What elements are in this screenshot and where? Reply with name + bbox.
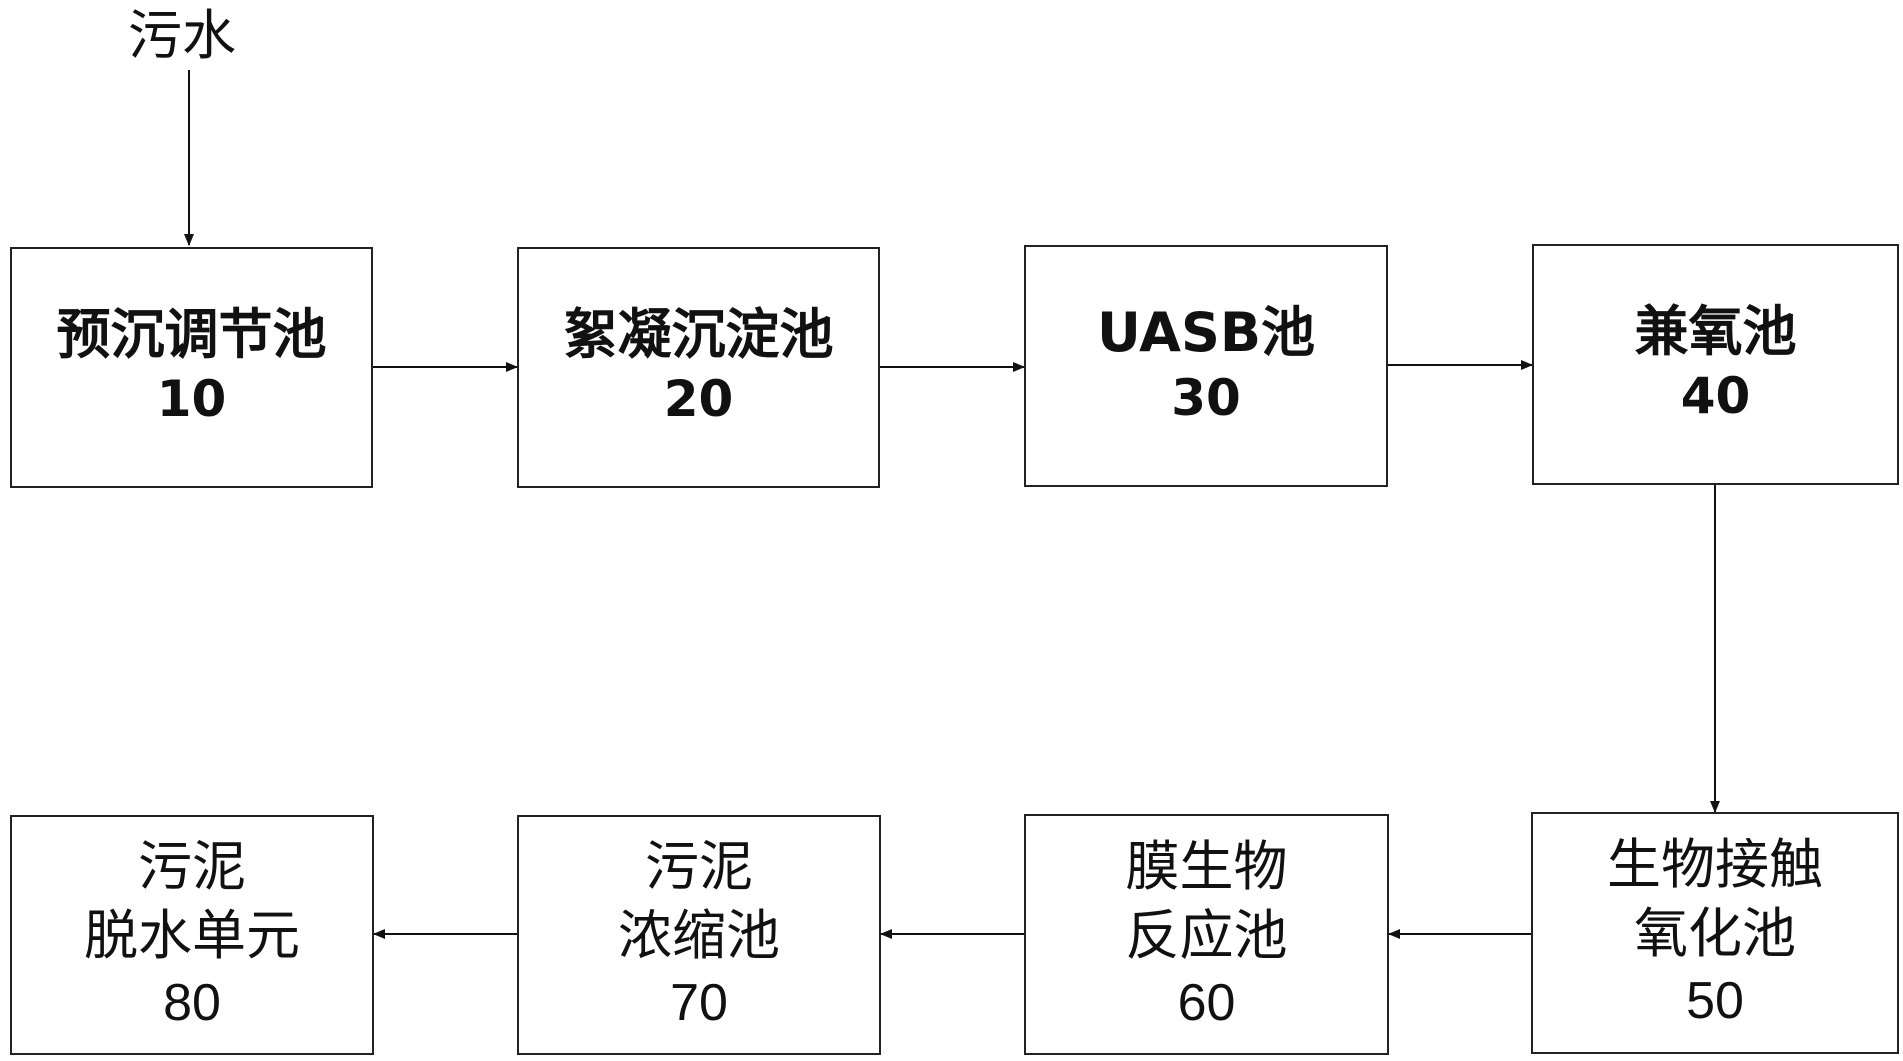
process-name: 兼氧池 [1634, 299, 1797, 363]
process-number: 30 [1171, 368, 1241, 427]
process-name: 预沉调节池 [56, 302, 327, 366]
process-name-line1: 膜生物 [1125, 834, 1288, 898]
process-name-line2: 浓缩池 [618, 904, 780, 968]
process-name-line1: 污泥 [645, 835, 753, 899]
process-name-line1: 生物接触 [1607, 833, 1823, 897]
process-box-40: 兼氧池 40 [1532, 244, 1899, 485]
process-box-60: 膜生物 反应池 60 [1024, 814, 1389, 1055]
process-name: UASB池 [1096, 301, 1316, 365]
process-number: 80 [163, 974, 221, 1033]
input-label-sewage: 污水 [128, 4, 236, 67]
process-name: 絮凝沉淀池 [563, 302, 834, 366]
process-name-line2: 氧化池 [1634, 902, 1796, 966]
process-number: 60 [1177, 973, 1236, 1032]
process-name-line2: 反应池 [1125, 903, 1288, 967]
process-number: 20 [663, 370, 734, 429]
process-number: 70 [670, 974, 728, 1033]
process-box-50: 生物接触 氧化池 50 [1531, 812, 1899, 1054]
process-box-80: 污泥 脱水单元 80 [10, 815, 374, 1055]
process-box-20: 絮凝沉淀池 20 [517, 247, 880, 488]
process-number: 40 [1680, 367, 1751, 426]
process-name-line1: 污泥 [138, 835, 246, 899]
process-name-line2: 脱水单元 [84, 904, 300, 968]
process-number: 50 [1686, 972, 1744, 1031]
process-box-70: 污泥 浓缩池 70 [517, 815, 881, 1055]
process-number: 10 [156, 370, 227, 429]
process-box-10: 预沉调节池 10 [10, 247, 373, 488]
process-box-30: UASB池 30 [1024, 245, 1388, 487]
